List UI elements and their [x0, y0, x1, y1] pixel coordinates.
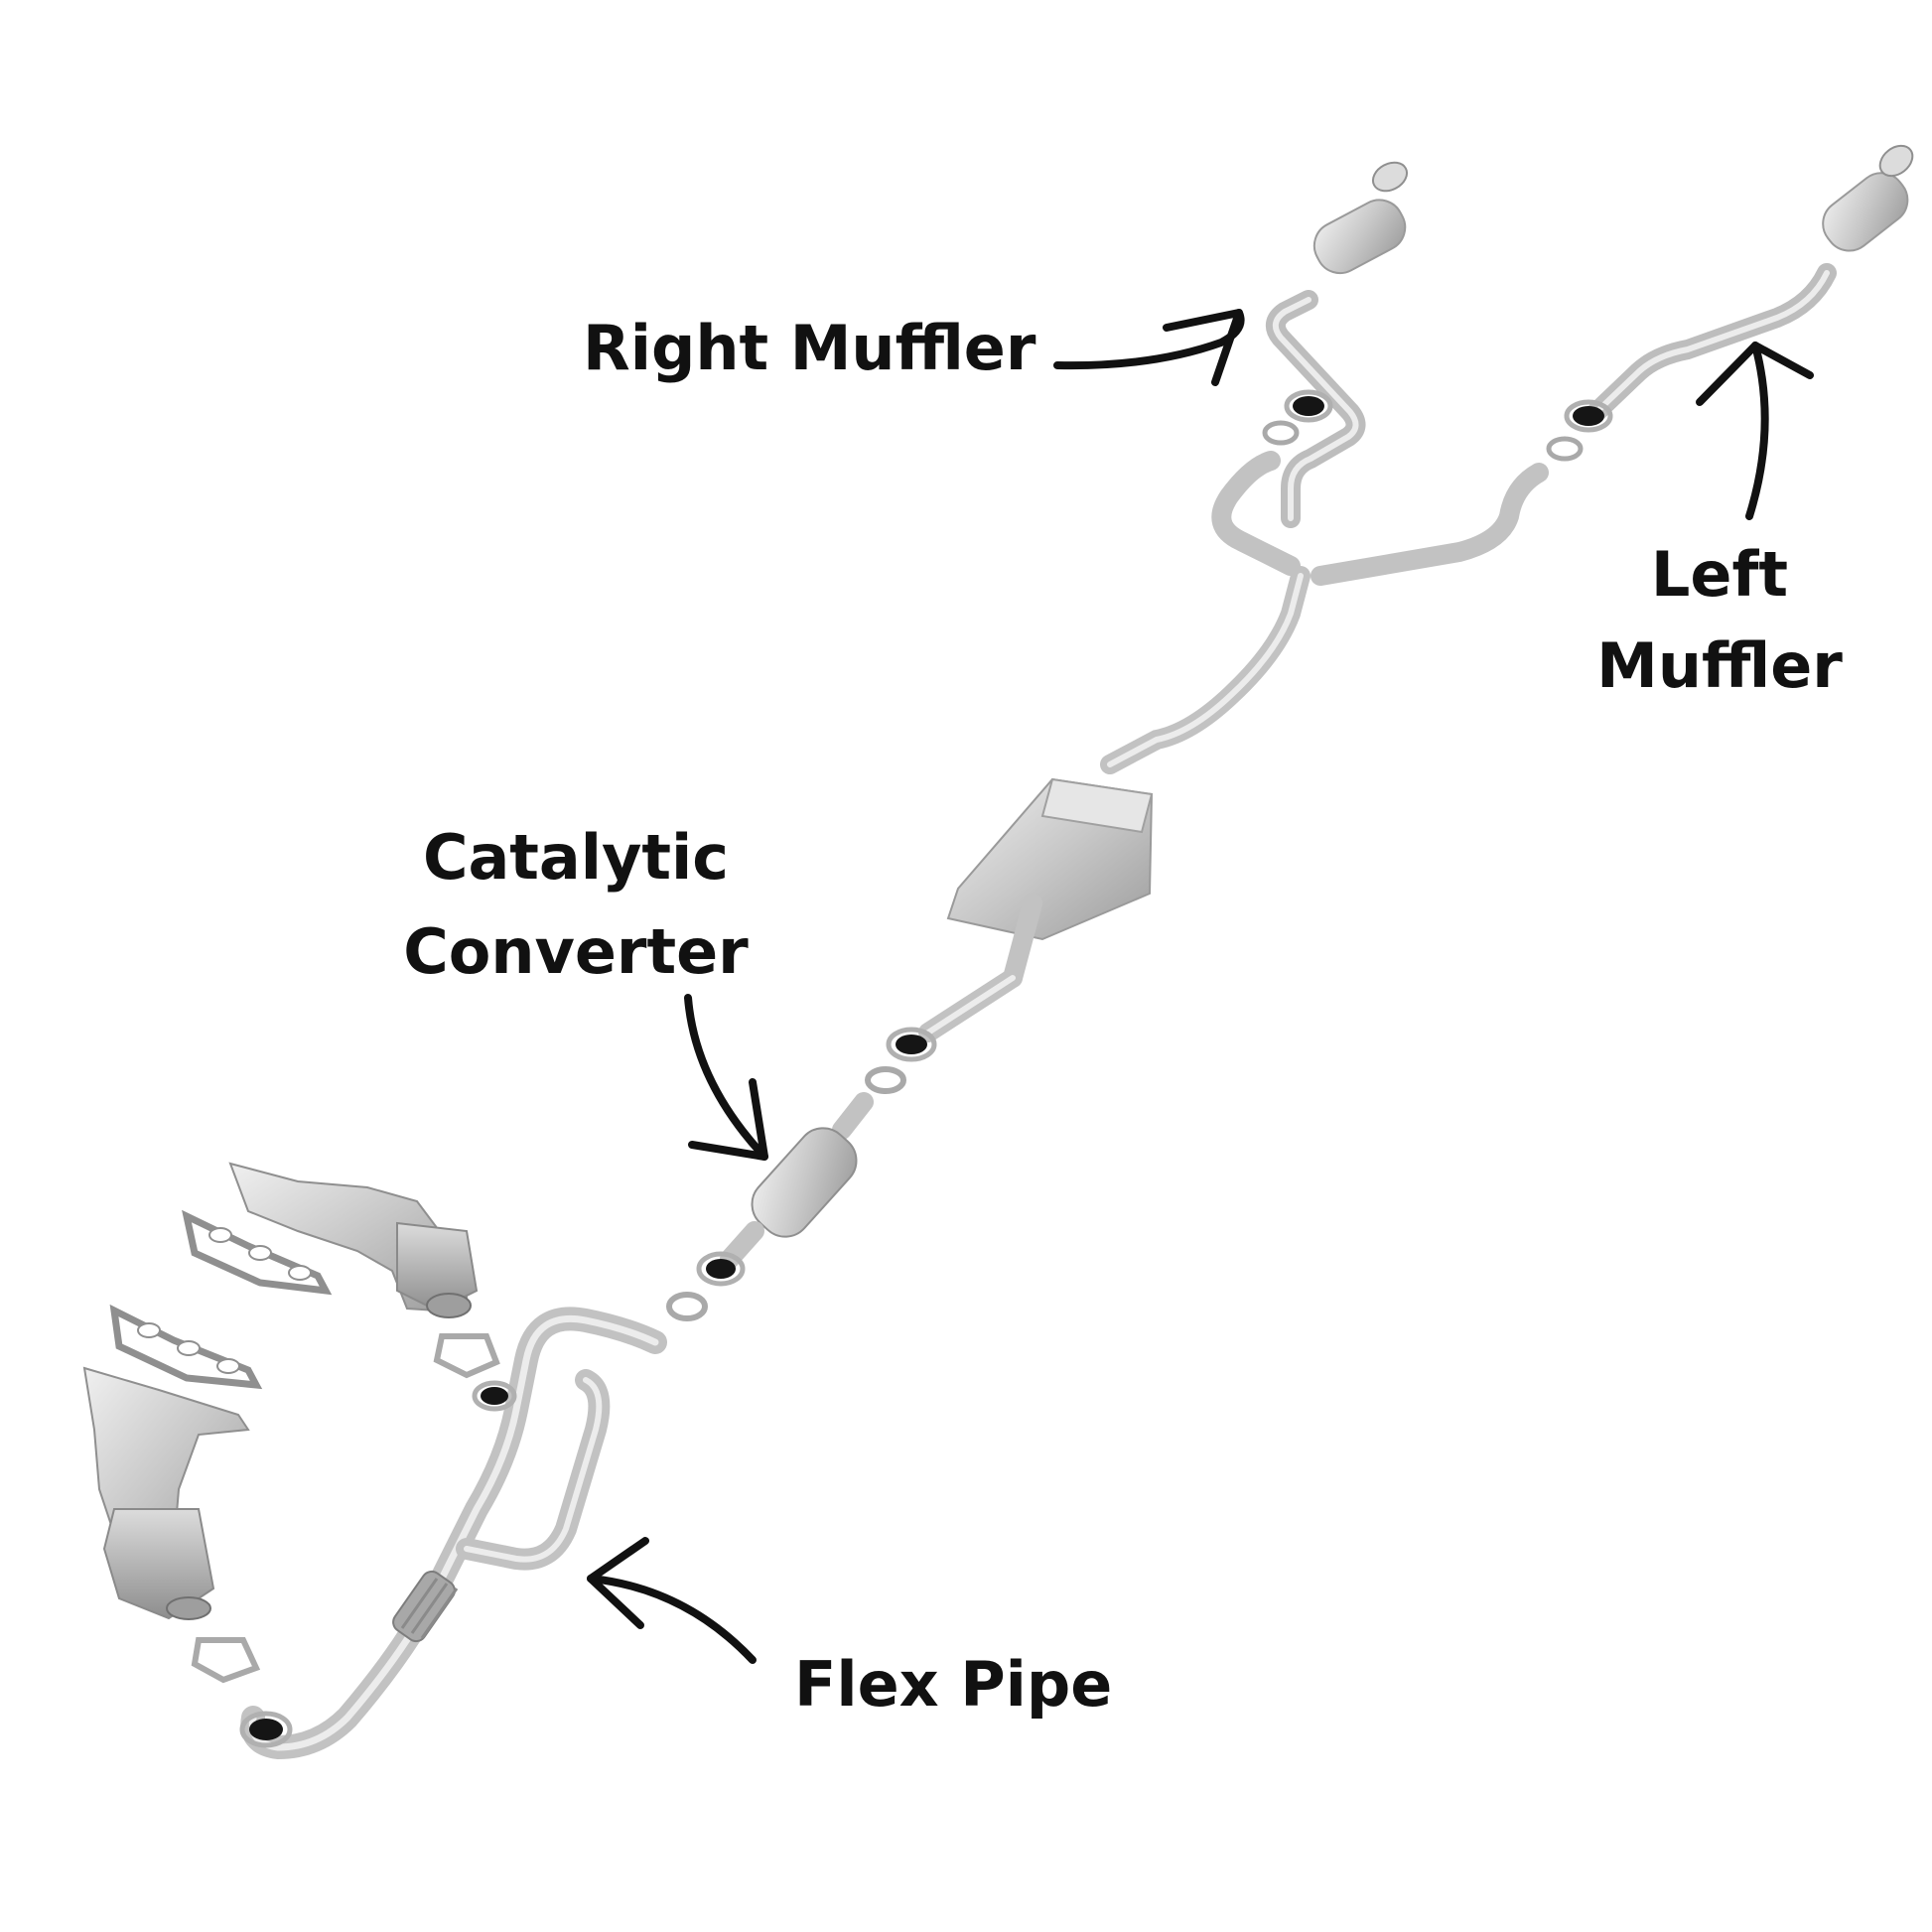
center-resonator [886, 777, 1154, 1062]
front-manifold-gasket [109, 1304, 263, 1390]
gasket-rear-manifold-outlet [433, 1333, 500, 1379]
gasket-front-cat [666, 1292, 708, 1321]
arrow-catalytic-converter [684, 994, 768, 1161]
gasket-right-rear [1262, 420, 1300, 446]
rear-manifold-gasket [182, 1209, 333, 1296]
front-pipe [239, 1307, 667, 1760]
label-left-muffler-line1: Left [1651, 538, 1788, 611]
arrow-right-muffler [1053, 309, 1245, 386]
gasket-left-rear [1546, 436, 1584, 462]
rear-exhaust-manifold [228, 1162, 479, 1318]
label-right-muffler: Right Muffler [583, 312, 1036, 384]
arrow-flex-pipe [587, 1537, 757, 1664]
y-pipe [1100, 451, 1549, 774]
label-catalytic-line1: Catalytic [423, 821, 729, 894]
gasket-front-manifold-outlet [191, 1637, 261, 1684]
right-muffler [1265, 161, 1409, 528]
flex-pipe-section [392, 1570, 459, 1643]
front-exhaust-manifold [82, 1366, 250, 1620]
catalytic-converter [696, 1092, 874, 1287]
label-flex-pipe: Flex Pipe [794, 1648, 1112, 1721]
gasket-mid [865, 1066, 906, 1094]
arrow-left-muffler [1696, 342, 1814, 520]
label-catalytic-line2: Converter [403, 915, 749, 988]
left-muffler [1564, 144, 1914, 433]
label-left-muffler-line2: Muffler [1596, 629, 1843, 702]
